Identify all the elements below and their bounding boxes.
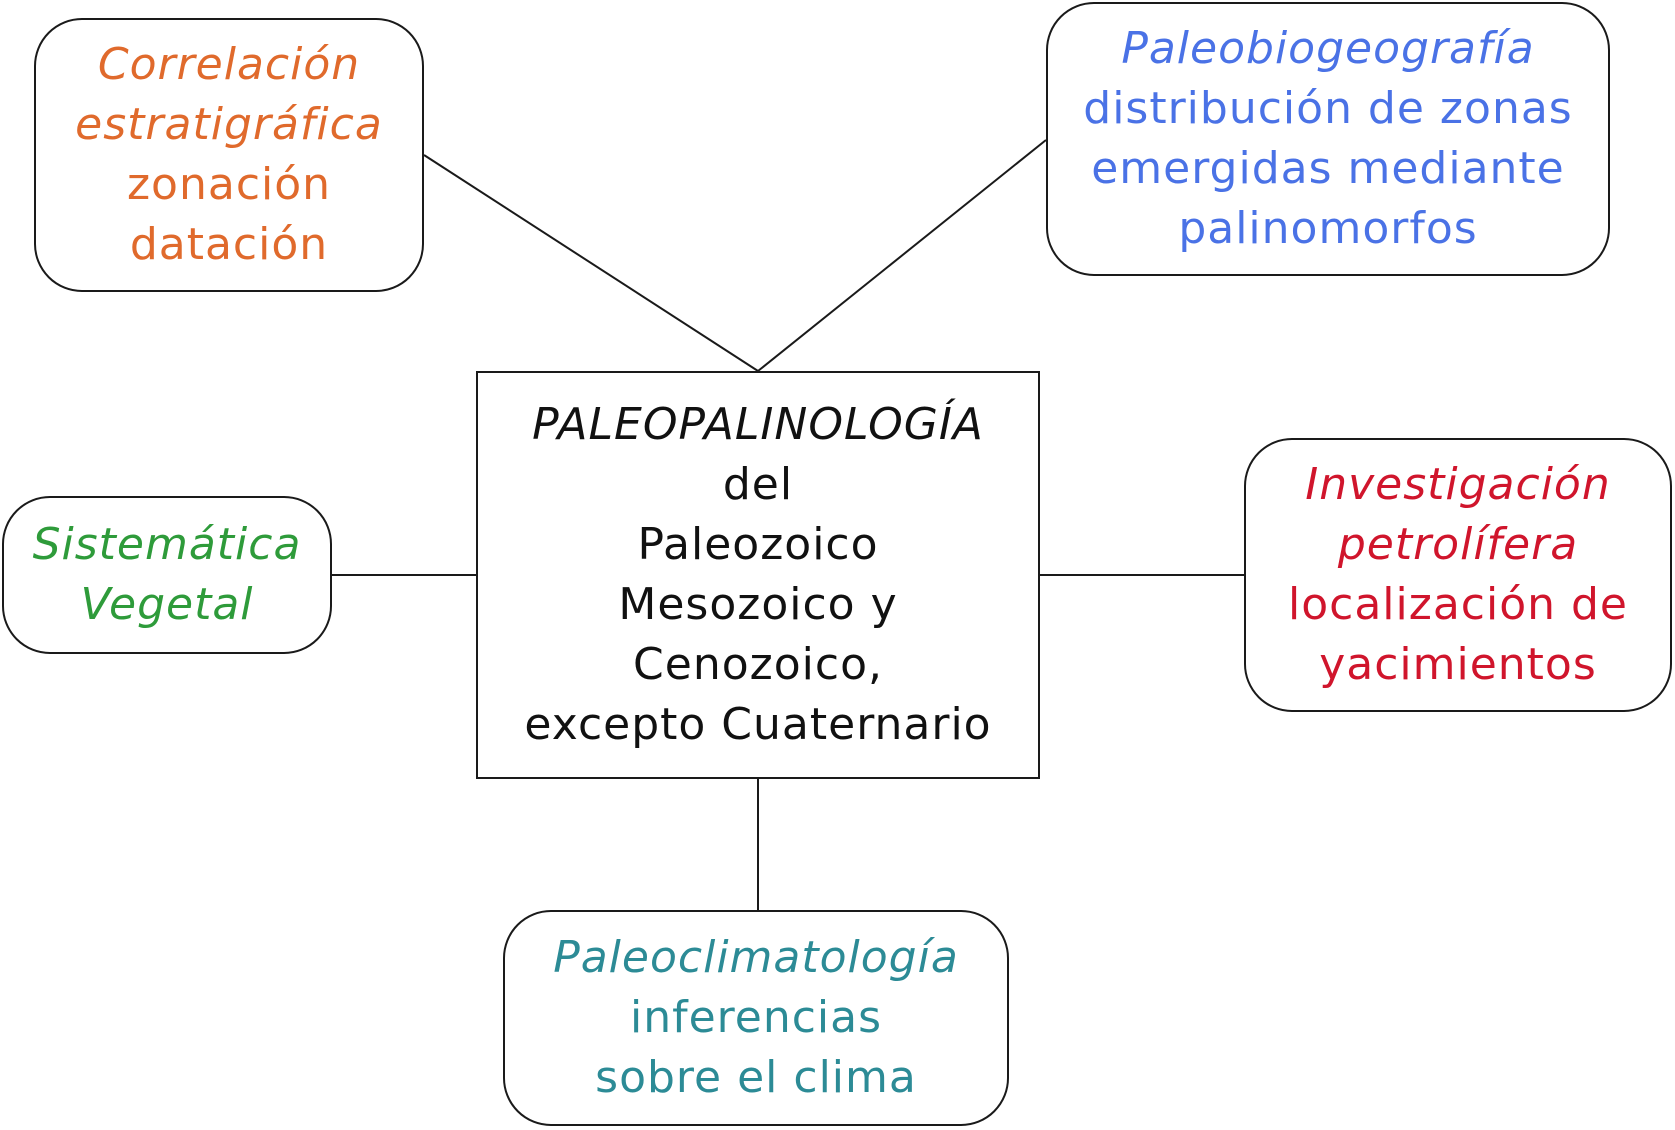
node-center-paleopalinologia: PALEOPALINOLOGÍA del Paleozoico Mesozoic…	[476, 371, 1040, 779]
center-line: Cenozoico,	[633, 639, 883, 690]
node-detail-line: sobre el clima	[595, 1052, 917, 1103]
node-detail-line: inferencias	[629, 992, 883, 1043]
node-heading-line: petrolífera	[1337, 519, 1579, 570]
node-paleoclimatologia: Paleoclimatología inferencias sobre el c…	[503, 910, 1009, 1126]
center-line: excepto Cuaternario	[524, 699, 992, 750]
node-detail-line: yacimientos	[1319, 639, 1597, 690]
center-title: PALEOPALINOLOGÍA	[532, 399, 984, 450]
node-correlacion-estratigrafica: Correlación estratigráfica zonación data…	[34, 18, 424, 292]
connector-correlacion	[423, 154, 759, 372]
node-heading-line: Paleobiogeografía	[1121, 23, 1535, 74]
node-sistematica-vegetal: Sistemática Vegetal	[2, 496, 332, 654]
node-detail-line: distribución de zonas	[1083, 83, 1573, 134]
node-detail-line: localización de	[1287, 579, 1628, 630]
node-heading-line: Sistemática	[32, 519, 302, 570]
node-heading-line: Vegetal	[80, 579, 254, 630]
node-heading-line: estratigráfica	[75, 99, 383, 150]
connector-paleobiogeografia	[757, 139, 1047, 372]
node-detail-line: zonación	[126, 159, 332, 210]
node-heading-line: Paleoclimatología	[553, 932, 959, 983]
center-line: Paleozoico	[637, 519, 879, 570]
node-detail-line: datación	[129, 219, 329, 270]
node-detail-line: palinomorfos	[1178, 203, 1478, 254]
node-heading-line: Investigación	[1305, 459, 1611, 510]
node-heading-line: Correlación	[97, 39, 361, 90]
center-line: Mesozoico y	[618, 579, 898, 630]
node-investigacion-petrolifera: Investigación petrolífera localización d…	[1244, 438, 1672, 712]
center-line: del	[722, 459, 794, 510]
node-detail-line: emergidas mediante	[1091, 143, 1565, 194]
node-paleobiogeografia: Paleobiogeografía distribución de zonas …	[1046, 2, 1610, 276]
